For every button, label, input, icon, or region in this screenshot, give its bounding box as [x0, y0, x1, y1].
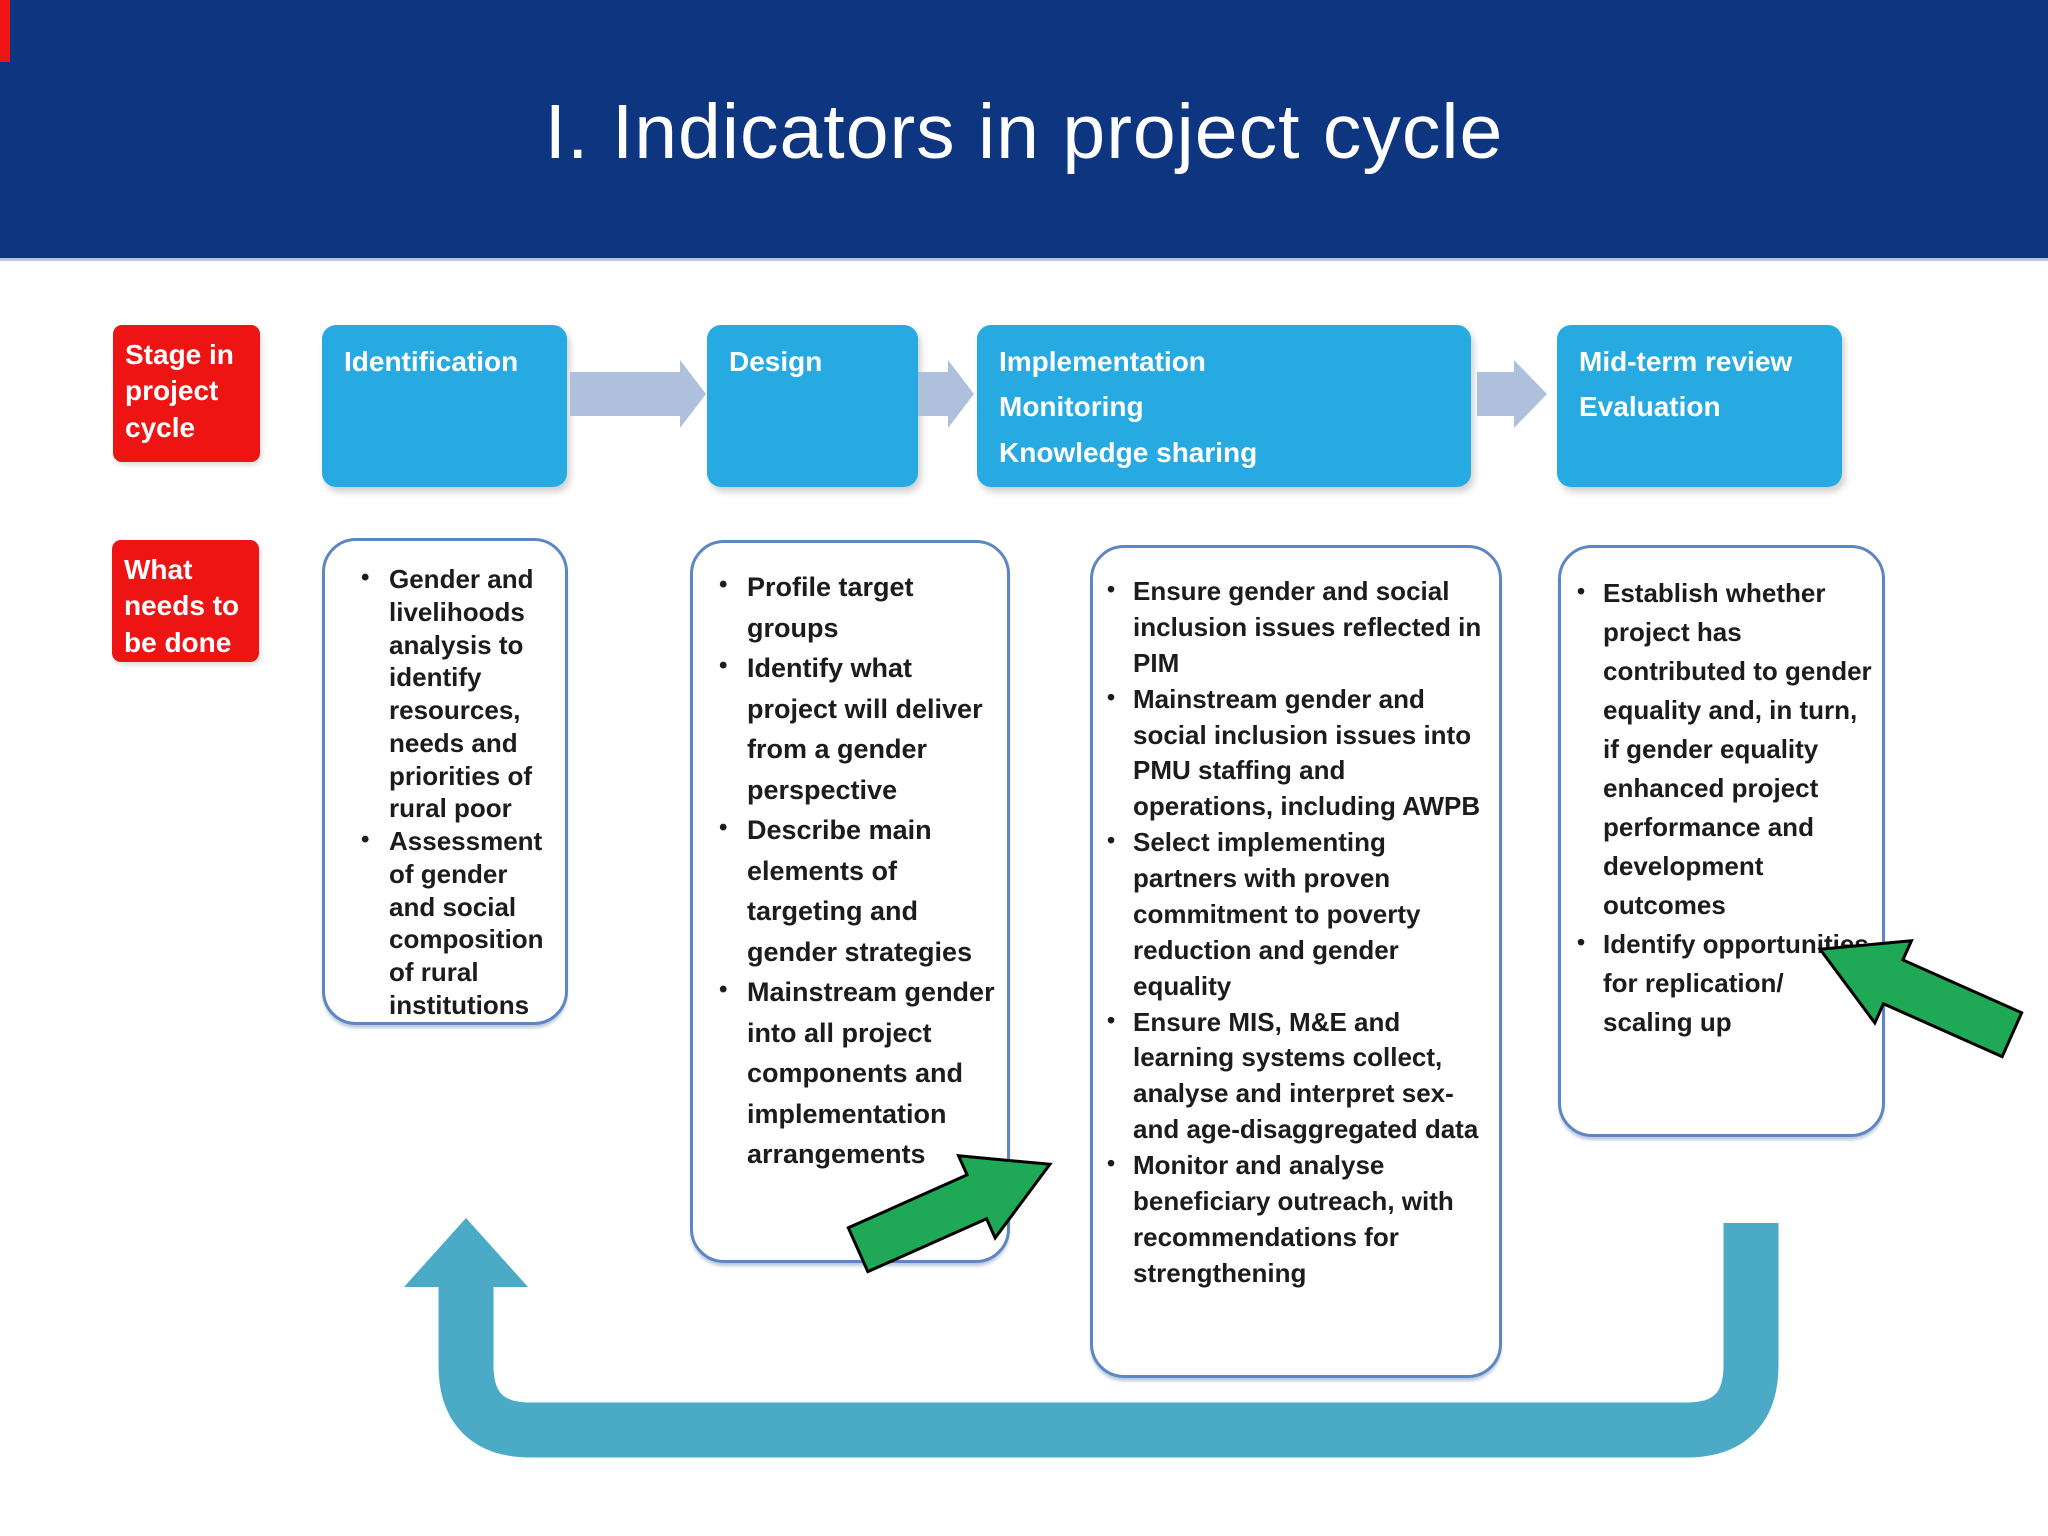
flow-arrow-icon [1477, 360, 1547, 428]
stage-box-identification: Identification [322, 325, 567, 487]
bullet-marker: • [1577, 929, 1586, 955]
list-item: • Identify opportunities for replication/… [1577, 925, 1876, 1042]
bullet-marker: • [361, 826, 370, 853]
bullet-text: Establish whether project has contribute… [1603, 578, 1872, 920]
bullet-list: • Gender and livelihoods analysis to iden… [361, 563, 555, 1022]
needs-box-design: • Profile target groups • Identify what pr… [690, 540, 1010, 1263]
stage-box-midterm-review: Mid-term review Evaluation [1557, 325, 1842, 487]
slide-title: I. Indicators in project cycle [544, 88, 1504, 175]
bullet-text: Ensure gender and social inclusion issue… [1133, 576, 1482, 678]
bullet-text: Mainstream gender and social inclusion i… [1133, 683, 1481, 822]
bullet-text: Identify what project will deliver from … [747, 653, 983, 805]
bullet-list: • Profile target groups • Identify what pr… [719, 567, 999, 1175]
stage-box-implementation: Implementation Monitoring Knowledge shar… [977, 325, 1471, 487]
stage-label: Design [729, 346, 823, 377]
row-label-what-needs-to-be-done: What needs to be done [112, 540, 259, 662]
bullet-text: Select implementing partners with proven… [1133, 827, 1421, 1001]
stage-label: Implementation [999, 346, 1206, 377]
list-item: • Identify what project will deliver from… [719, 648, 999, 810]
bullet-marker: • [719, 652, 728, 679]
needs-box-identification: • Gender and livelihoods analysis to iden… [322, 538, 568, 1025]
stage-label: Evaluation [1579, 391, 1721, 423]
stage-label: Knowledge sharing [999, 436, 1258, 468]
bullet-text: Monitor and analyse beneficiary outreach… [1133, 1150, 1454, 1288]
list-item: • Profile target groups [719, 567, 999, 648]
list-item: • Ensure MIS, M&E and learning systems co… [1107, 1005, 1491, 1149]
list-item: • Assessment of gender and social composi… [361, 825, 555, 1022]
stage-label: Mid-term review [1579, 346, 1793, 377]
bullet-marker: • [719, 976, 728, 1003]
bullet-text: Ensure MIS, M&E and learning systems col… [1133, 1006, 1479, 1145]
corner-accent [0, 0, 10, 62]
bullet-list: • Ensure gender and social inclusion issu… [1107, 574, 1491, 1292]
list-item: • Establish whether project has contribut… [1577, 574, 1876, 925]
list-item: • Ensure gender and social inclusion issu… [1107, 574, 1491, 682]
bullet-text: Mainstream gender into all project compo… [747, 977, 995, 1169]
slide-header: I. Indicators in project cycle [0, 0, 2048, 261]
list-item: • Gender and livelihoods analysis to iden… [361, 563, 555, 825]
bullet-marker: • [1107, 576, 1116, 602]
bullet-text: Identify opportunities for replication/ … [1603, 929, 1869, 1037]
list-item: • Mainstream gender into all project comp… [719, 972, 999, 1175]
bullet-marker: • [361, 564, 370, 591]
stage-label: Monitoring [999, 391, 1144, 423]
bullet-text: Gender and livelihoods analysis to ident… [389, 564, 534, 824]
bullet-text: Describe main elements of targeting and … [747, 815, 973, 967]
bullet-list: • Establish whether project has contribut… [1577, 574, 1876, 1042]
bullet-marker: • [719, 814, 728, 841]
list-item: • Select implementing partners with prove… [1107, 825, 1491, 1004]
bullet-marker: • [1107, 1150, 1116, 1176]
bullet-marker: • [1107, 1006, 1116, 1033]
bullet-marker: • [1577, 578, 1586, 604]
list-item: • Describe main elements of targeting and… [719, 810, 999, 972]
bullet-marker: • [1107, 683, 1116, 710]
bullet-text: Profile target groups [747, 572, 914, 643]
feedback-loop-arrowhead-icon [404, 1218, 528, 1287]
list-item: • Monitor and analyse beneficiary outreac… [1107, 1148, 1491, 1292]
flow-arrow-icon [570, 360, 706, 428]
bullet-marker: • [719, 571, 728, 598]
stage-label: Identification [344, 346, 519, 377]
flow-arrow-icon [918, 360, 974, 428]
row-label-stage-in-project-cycle: Stage in project cycle [113, 325, 260, 462]
needs-box-evaluation: • Establish whether project has contribut… [1558, 545, 1885, 1137]
bullet-text: Assessment of gender and social composit… [389, 826, 544, 1020]
bullet-marker: • [1107, 827, 1116, 854]
needs-box-implementation: • Ensure gender and social inclusion issu… [1090, 545, 1502, 1378]
list-item: • Mainstream gender and social inclusion … [1107, 682, 1491, 826]
stage-box-design: Design [707, 325, 918, 487]
